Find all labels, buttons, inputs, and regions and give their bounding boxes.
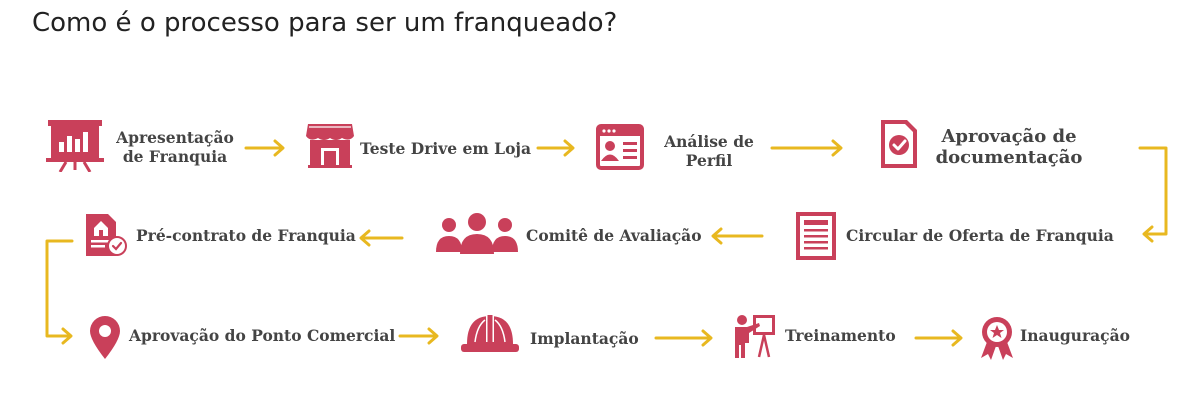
award-rosette-icon (981, 317, 1013, 360)
connector-down-right (1138, 146, 1168, 243)
step-label-ponto-comercial: Aprovação do Ponto Comercial (129, 326, 396, 345)
profile-card-icon (596, 124, 644, 170)
step-label-analise: Análise de Perfil (654, 132, 764, 170)
contract-house-icon (86, 214, 127, 256)
arrow-right-icon (654, 329, 713, 347)
step-label-apresentacao: Apresentação de Franquia (112, 128, 238, 166)
arrow-right-icon (770, 139, 843, 157)
step-label-treinamento: Treinamento (785, 326, 896, 345)
hard-hat-icon (461, 314, 519, 352)
arrow-left-icon (711, 227, 764, 245)
step-label-pre-contrato: Pré-contrato de Franquia (136, 226, 356, 245)
arrow-right-icon (914, 329, 963, 347)
step-label-circular: Circular de Oferta de Franquia (846, 226, 1114, 245)
step-label-line: Apresentação de Franquia (116, 128, 234, 166)
storefront-icon (306, 124, 354, 168)
page-title: Como é o processo para ser um franqueado… (32, 8, 618, 38)
arrow-left-icon (359, 229, 404, 247)
newspaper-icon (796, 212, 836, 260)
connector-down-left (45, 239, 74, 345)
step-label-line: Análise de Perfil (664, 132, 754, 170)
step-label-inauguracao: Inauguração (1020, 326, 1130, 345)
arrow-right-icon (536, 139, 575, 157)
step-label-line: Aprovação de documentação (935, 126, 1083, 168)
step-label-comite: Comitê de Avaliação (526, 226, 702, 245)
step-label-aprovacao-doc: Aprovação de documentação (928, 126, 1090, 168)
step-label-implantacao: Implantação (530, 329, 639, 348)
map-pin-icon (90, 316, 120, 359)
arrow-right-icon (398, 327, 439, 345)
group-people-icon (436, 213, 518, 254)
step-label-teste-drive: Teste Drive em Loja (360, 139, 532, 158)
arrow-right-icon (244, 139, 285, 157)
document-check-icon (881, 120, 917, 168)
trainer-board-icon (735, 315, 775, 358)
presentation-chart-icon (46, 120, 104, 172)
